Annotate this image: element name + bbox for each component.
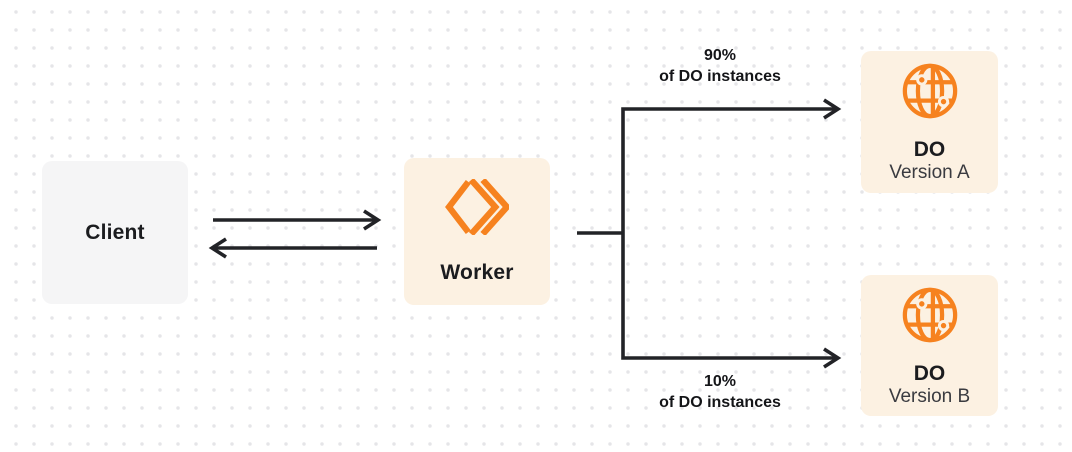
route-b-percent: 10% <box>703 373 737 390</box>
do-a-subtitle: Version A <box>889 162 970 183</box>
route-a-traffic-label: 90% of DO instances <box>620 45 820 87</box>
do-a-title: DO <box>913 138 946 161</box>
client-to-worker-arrow <box>213 209 382 231</box>
do-version-a-node: DO Version A <box>861 51 998 193</box>
route-b-traffic-label: 10% of DO instances <box>620 371 820 413</box>
arrow-to-do-version-b <box>823 347 842 369</box>
cloudflare-workers-logo-icon <box>445 178 509 235</box>
client-label: Client <box>85 220 145 244</box>
arrow-to-do-version-a <box>823 98 842 120</box>
route-a-caption: of DO instances <box>659 68 781 85</box>
do-version-b-node: DO Version B <box>861 275 998 416</box>
durable-object-globe-icon <box>902 63 957 119</box>
route-b-caption: of DO instances <box>659 394 781 411</box>
client-node: Client <box>42 161 188 304</box>
do-b-title: DO <box>913 362 946 385</box>
worker-to-client-arrow <box>208 237 377 259</box>
route-a-percent: 90% <box>703 47 737 64</box>
worker-split-junction <box>577 107 837 360</box>
worker-label: Worker <box>440 260 514 284</box>
durable-object-globe-icon <box>902 287 957 343</box>
worker-node: Worker <box>404 158 550 305</box>
do-b-subtitle: Version B <box>888 386 971 407</box>
